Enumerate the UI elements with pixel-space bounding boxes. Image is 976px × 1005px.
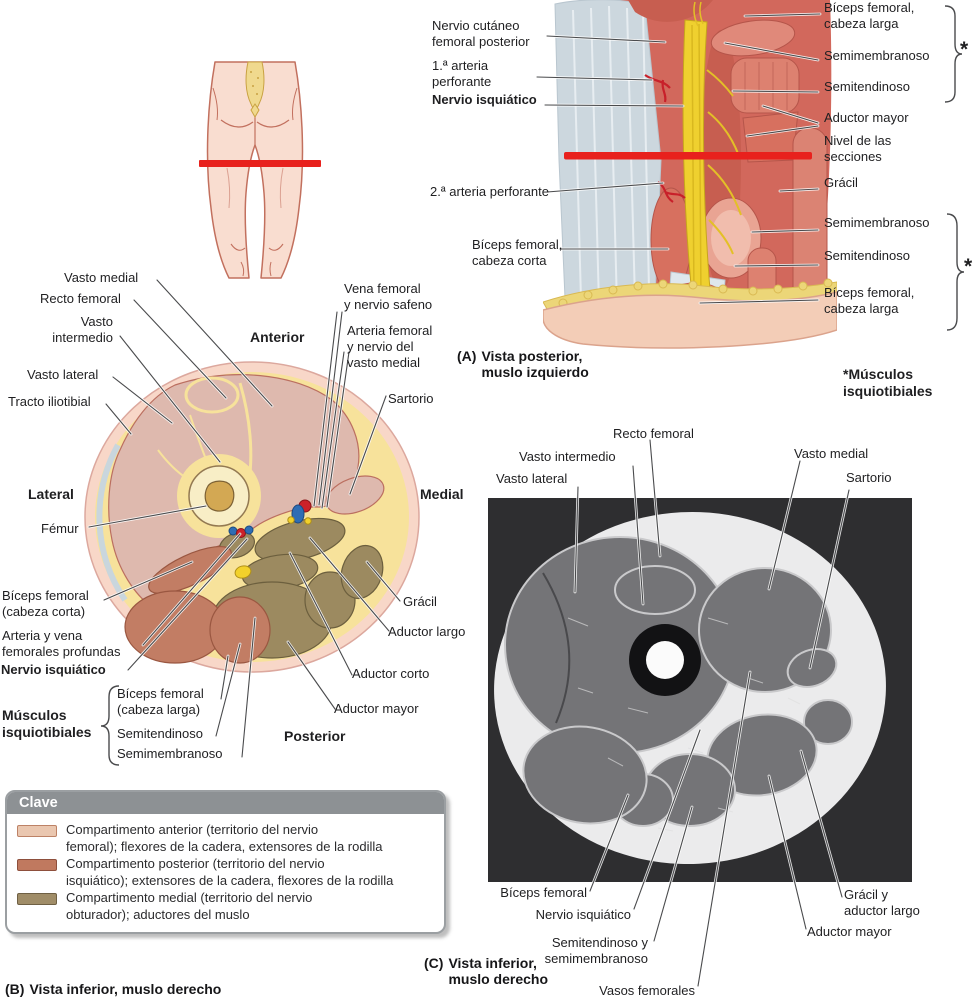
footnote-musculos-isquiotibiales: *Músculos isquiotibiales <box>843 366 933 400</box>
label-biceps-larga-b: Bíceps femoral (cabeza larga) <box>117 686 204 717</box>
label-semimembranoso-bottom: Semimembranoso <box>824 215 930 230</box>
label-nervio-cutaneo: Nervio cutáneo femoral posterior <box>432 18 530 49</box>
legend-item-text: Compartimento medial (territorio del ner… <box>66 890 313 922</box>
label-arteria-femoral: Arteria femoral y nervio del vasto media… <box>347 323 433 370</box>
rectus-femoris <box>614 565 696 615</box>
label-primera-arteria: 1.ª arteria perforante <box>432 58 492 89</box>
medial-swatch <box>17 893 57 905</box>
asterisk-bottom: * <box>964 255 973 278</box>
caption-panel-a: (A) Vista posterior, muslo izquierdo <box>457 348 589 380</box>
label-aductor-mayor-c: Aductor mayor <box>807 924 892 939</box>
femur-marrow-mri <box>646 641 684 679</box>
anterior-swatch <box>17 825 57 837</box>
caption-b-text: Vista inferior, muslo derecho <box>29 981 222 997</box>
section-level-line-small <box>199 160 321 167</box>
label-vasto-intermedio-b: Vasto intermedio <box>52 314 113 345</box>
panel-a-illustration <box>543 0 837 349</box>
label-biceps-corta-b: Bíceps femoral (cabeza corta) <box>2 588 89 619</box>
caption-a-text: Vista posterior, muslo izquierdo <box>481 348 589 380</box>
panel-c-mri <box>488 498 912 882</box>
label-vasto-medial-c: Vasto medial <box>794 446 869 461</box>
label-biceps-corta-a: Bíceps femoral, cabeza corta <box>472 237 563 268</box>
legend-box: Clave Compartimento anterior (territorio… <box>5 790 446 934</box>
label-sartorio-b: Sartorio <box>388 391 434 406</box>
legend-item-anterior: Compartimento anterior (territorio del n… <box>17 821 434 855</box>
label-anterior: Anterior <box>250 329 305 345</box>
label-medial: Medial <box>420 486 464 502</box>
caption-c-tag: (C) <box>424 955 444 971</box>
label-segunda-arteria: 2.ª arteria perforante <box>430 184 549 199</box>
legs-orientation-figure <box>199 61 321 279</box>
aductor-mayor-region <box>742 111 799 163</box>
label-vasto-lateral-c: Vasto lateral <box>496 471 568 486</box>
label-recto-femoral-c: Recto femoral <box>613 426 694 441</box>
label-femur: Fémur <box>41 521 79 536</box>
label-nervio-isquiatico-b: Nervio isquiático <box>1 662 106 677</box>
label-gracil-a: Grácil <box>824 175 858 190</box>
panel-b-cross-section <box>84 361 420 673</box>
legend-item-text: Compartimento posterior (territorio del … <box>66 856 394 888</box>
label-aductor-largo-b: Aductor largo <box>388 624 466 639</box>
legend-title: Clave <box>7 792 444 814</box>
label-semitendinoso-top: Semitendinoso <box>824 79 910 94</box>
iliotibial-tract <box>554 0 662 309</box>
label-semitendinoso-bottom: Semitendinoso <box>824 248 910 263</box>
caption-panel-c: (C) Vista inferior, muslo derecho <box>424 955 548 987</box>
label-semitendinoso-semimembranoso-c: Semitendinoso y semimembranoso <box>544 935 648 966</box>
femur-marrow <box>204 480 235 512</box>
label-vasto-lateral-b: Vasto lateral <box>27 367 99 382</box>
label-semimembranoso-top: Semimembranoso <box>824 48 930 63</box>
asterisk-top: * <box>960 38 969 61</box>
label-vasto-intermedio-c: Vasto intermedio <box>519 449 616 464</box>
label-biceps-larga-bottom: Bíceps femoral, cabeza larga <box>824 285 915 316</box>
label-arteria-vena-profundas: Arteria y vena femorales profundas <box>2 628 121 659</box>
label-vasos-femorales-c: Vasos femorales <box>599 983 695 998</box>
label-gracil-aductor-largo-c: Grácil y aductor largo <box>844 887 920 918</box>
label-biceps-femoral-c: Bíceps femoral <box>500 885 587 900</box>
label-gracil-b: Grácil <box>403 594 437 609</box>
hamstring-bracket-bottom <box>946 213 965 331</box>
label-semitendinoso-b: Semitendinoso <box>117 726 203 741</box>
label-nervio-isquiatico-c: Nervio isquiático <box>535 907 631 922</box>
semitendinoso-upper <box>730 57 800 114</box>
label-nivel-secciones: Nivel de las secciones <box>824 133 892 164</box>
label-aductor-corto-b: Aductor corto <box>352 666 430 681</box>
caption-c-text: Vista inferior, muslo derecho <box>448 955 549 987</box>
label-vasto-medial-b: Vasto medial <box>64 270 139 285</box>
label-sartorio-c: Sartorio <box>846 470 892 485</box>
label-aductor-mayor-a: Aductor mayor <box>824 110 909 125</box>
label-nervio-isquiatico-a: Nervio isquiático <box>432 92 537 107</box>
label-aductor-mayor-b: Aductor mayor <box>334 701 419 716</box>
caption-a-tag: (A) <box>457 348 477 364</box>
label-vena-femoral: Vena femoral y nervio safeno <box>344 281 433 312</box>
label-semimembranoso-b: Semimembranoso <box>117 746 223 761</box>
label-posterior: Posterior <box>284 728 346 744</box>
posterior-swatch <box>17 859 57 871</box>
caption-b-tag: (B) <box>5 981 25 997</box>
caption-panel-b: (B) Vista inferior, muslo derecho <box>5 981 221 997</box>
label-lateral: Lateral <box>28 486 74 502</box>
label-biceps-larga-top: Bíceps femoral, cabeza larga <box>824 0 915 31</box>
legend-item-text: Compartimento anterior (territorio del n… <box>66 822 383 854</box>
legend-item-posterior: Compartimento posterior (territorio del … <box>17 855 434 889</box>
label-recto-femoral-b: Recto femoral <box>40 291 121 306</box>
label-tracto-iliotibial: Tracto iliotibial <box>8 394 91 409</box>
legend-item-medial: Compartimento medial (territorio del ner… <box>17 889 434 923</box>
label-musculos-isquiotibiales-b: Músculos isquiotibiales <box>2 707 92 741</box>
